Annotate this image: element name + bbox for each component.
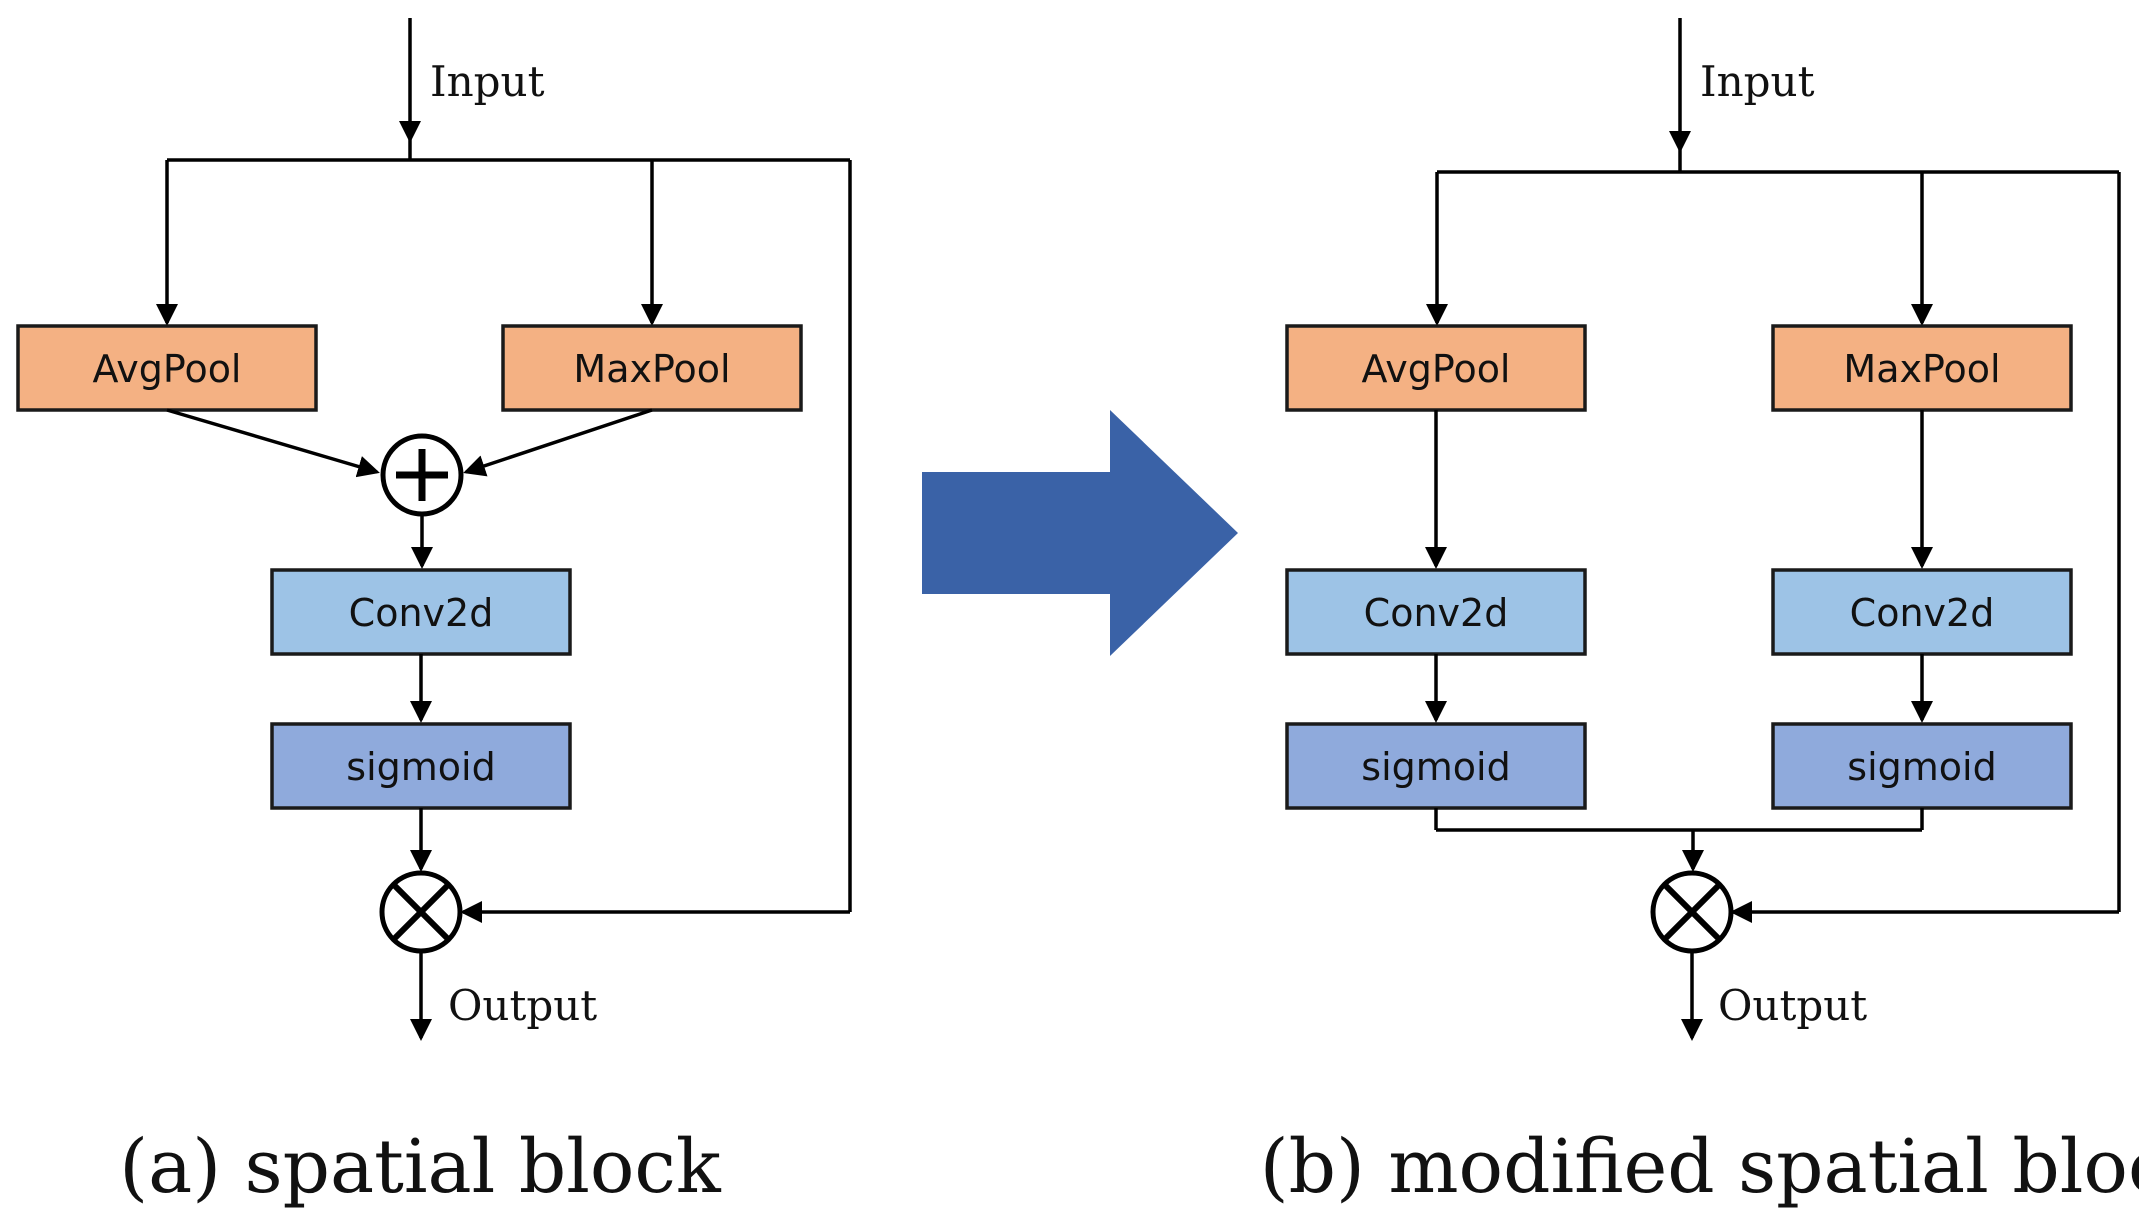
plus-circle-icon [380, 433, 464, 517]
right-arrow-icon [922, 410, 1238, 656]
right-output-label: Output [1718, 981, 1867, 1030]
right-avgpool-box [1285, 324, 1587, 412]
left-spatial-block: Input AvgPool MaxPool Conv2d sigm [16, 18, 852, 1210]
left-output-label: Output [448, 981, 597, 1030]
left-sigmoid-box [270, 722, 572, 810]
times-circle-icon [1650, 870, 1734, 954]
right-conv2d-right-box [1771, 568, 2073, 656]
left-caption: (a) spatial block [119, 1124, 722, 1210]
right-sigmoid-left-label: sigmoid [1361, 745, 1510, 789]
right-maxpool-label: MaxPool [1843, 347, 2000, 391]
left-sigmoid-label: sigmoid [346, 745, 495, 789]
right-caption: (b) modified spatial block [1260, 1124, 2139, 1210]
right-avgpool-label: AvgPool [1362, 347, 1511, 391]
right-conv2d-left-label: Conv2d [1364, 591, 1509, 635]
right-sigmoid-right-box [1771, 722, 2073, 810]
left-input-label: Input [430, 57, 545, 106]
left-conv2d-box [270, 568, 572, 656]
left-maxpool-box [501, 324, 803, 412]
times-circle-icon [379, 870, 463, 954]
right-sigmoid-right-label: sigmoid [1847, 745, 1996, 789]
right-modified-spatial-block: Input AvgPool Conv2d sigmoid MaxPool Con… [1260, 18, 2139, 1210]
left-avgpool-label: AvgPool [93, 347, 242, 391]
left-conv2d-label: Conv2d [349, 591, 494, 635]
right-input-label: Input [1700, 57, 1815, 106]
right-conv2d-left-box [1285, 568, 1587, 656]
left-maxpool-to-add-arrow [463, 408, 653, 477]
right-maxpool-box [1771, 324, 2073, 412]
left-avgpool-to-add-arrow [166, 408, 380, 478]
right-conv2d-right-label: Conv2d [1850, 591, 1995, 635]
left-maxpool-label: MaxPool [573, 347, 730, 391]
